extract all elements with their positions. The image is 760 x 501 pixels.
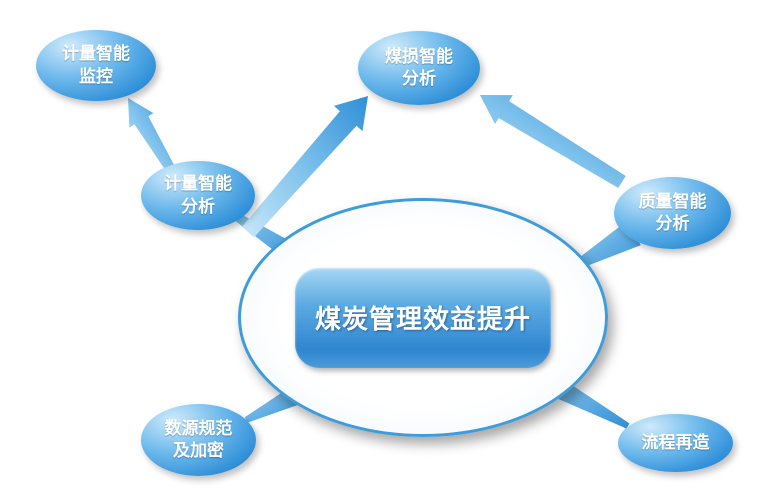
center-title-plate: 煤炭管理效益提升 [295,267,551,368]
node-coal-loss-analysis-label: 煤损智能 分析 [385,46,453,88]
node-metering-analysis: 计量智能 分析 [141,161,255,230]
node-data-source-encrypt-label: 数源规范 及加密 [164,418,233,460]
node-metering-monitoring-label: 计量智能 监控 [62,44,130,86]
diagram-title: 煤炭管理效益提升 [314,304,531,334]
node-process-reengineering: 流程再造 [618,414,733,472]
node-process-reengineering-label: 流程再造 [641,432,710,452]
node-quality-analysis: 质量智能 分析 [614,177,731,249]
node-coal-loss-analysis: 煤损智能 分析 [358,31,480,105]
node-metering-monitoring: 计量智能 监控 [36,30,156,101]
arrow-center-to-coal-loss [242,96,368,238]
arrow-metering-analysis-to-monitoring [128,98,175,171]
center-ellipse: 煤炭管理效益提升 [238,198,608,437]
node-data-source-encrypt: 数源规范 及加密 [141,404,256,476]
arrow-quality-to-coal-loss [480,95,626,188]
node-metering-analysis-label: 计量智能 分析 [164,174,232,216]
node-quality-analysis-label: 质量智能 分析 [638,191,707,233]
